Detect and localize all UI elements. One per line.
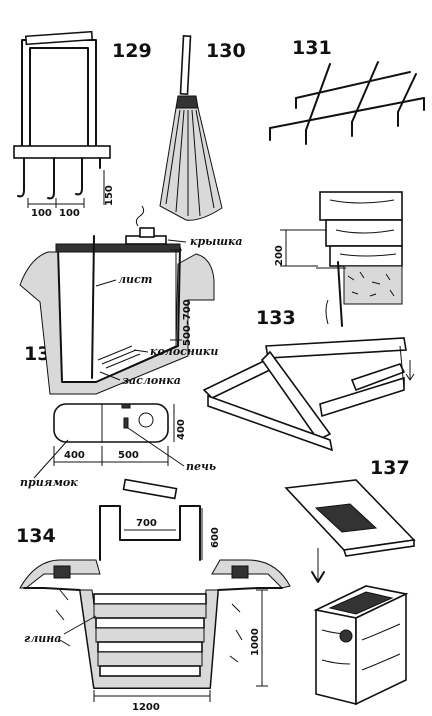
wall-133 — [316, 191, 403, 327]
dims-133: 200 — [274, 229, 326, 267]
figure-134: 134 700 600 1000 — [16, 478, 291, 713]
dim-plan-width: 400 — [176, 419, 187, 440]
dim-134-top: 700 — [136, 518, 157, 529]
broom-130 — [159, 35, 223, 221]
plan-view: 400 500 400 приямок печь — [20, 403, 216, 489]
dim-129-b: 100 — [59, 208, 80, 219]
label-grate: колосники — [150, 345, 218, 358]
section-134 — [19, 478, 291, 689]
figure-129: 129 100 100 150 — [13, 30, 152, 219]
dim-134-depth: 1000 — [250, 628, 261, 656]
arrow-137 — [311, 548, 325, 583]
label-lid: крышка — [190, 235, 243, 248]
figure-129-number: 129 — [112, 40, 152, 62]
figure-130: 130 — [159, 35, 246, 221]
lid-137 — [284, 479, 416, 557]
label-clay: глина — [24, 632, 61, 645]
frame-133 — [202, 337, 415, 452]
stove-section-132 — [19, 205, 215, 395]
grate-131 — [269, 61, 425, 145]
dim-132-depth: 500–700 — [182, 299, 193, 346]
label-stove: печь — [186, 460, 216, 473]
dim-134-width: 1200 — [132, 702, 160, 713]
box-137 — [313, 585, 409, 706]
figure-133-number: 133 — [256, 307, 296, 329]
figure-137: 137 — [284, 457, 416, 706]
figure-134-number: 134 — [16, 525, 56, 547]
dim-129-a: 100 — [31, 208, 52, 219]
dims-plan: 400 500 400 — [53, 404, 187, 466]
figure-131-number: 131 — [292, 37, 332, 59]
figure-133: 133 200 — [202, 191, 415, 452]
dims-132: 500–700 — [170, 249, 193, 346]
label-sheet: лист — [118, 273, 152, 286]
label-damper: заслонка — [122, 374, 181, 387]
dim-129-c: 150 — [104, 185, 115, 206]
figure-131: 131 — [269, 37, 425, 145]
dims-129: 100 100 150 — [27, 170, 115, 219]
dim-134-collar: 600 — [210, 527, 221, 548]
dims-134: 700 600 1000 1200 — [93, 508, 268, 713]
dim-133-height: 200 — [274, 245, 285, 266]
dim-plan-pit: 400 — [64, 450, 85, 461]
label-pit: приямок — [20, 476, 78, 489]
frame-129 — [13, 30, 111, 200]
figure-137-number: 137 — [370, 457, 410, 479]
dim-plan-stove: 500 — [118, 450, 139, 461]
figure-130-number: 130 — [206, 40, 246, 62]
figure-132: 132 крышка лист колосники заслонка 500–7… — [19, 205, 243, 395]
